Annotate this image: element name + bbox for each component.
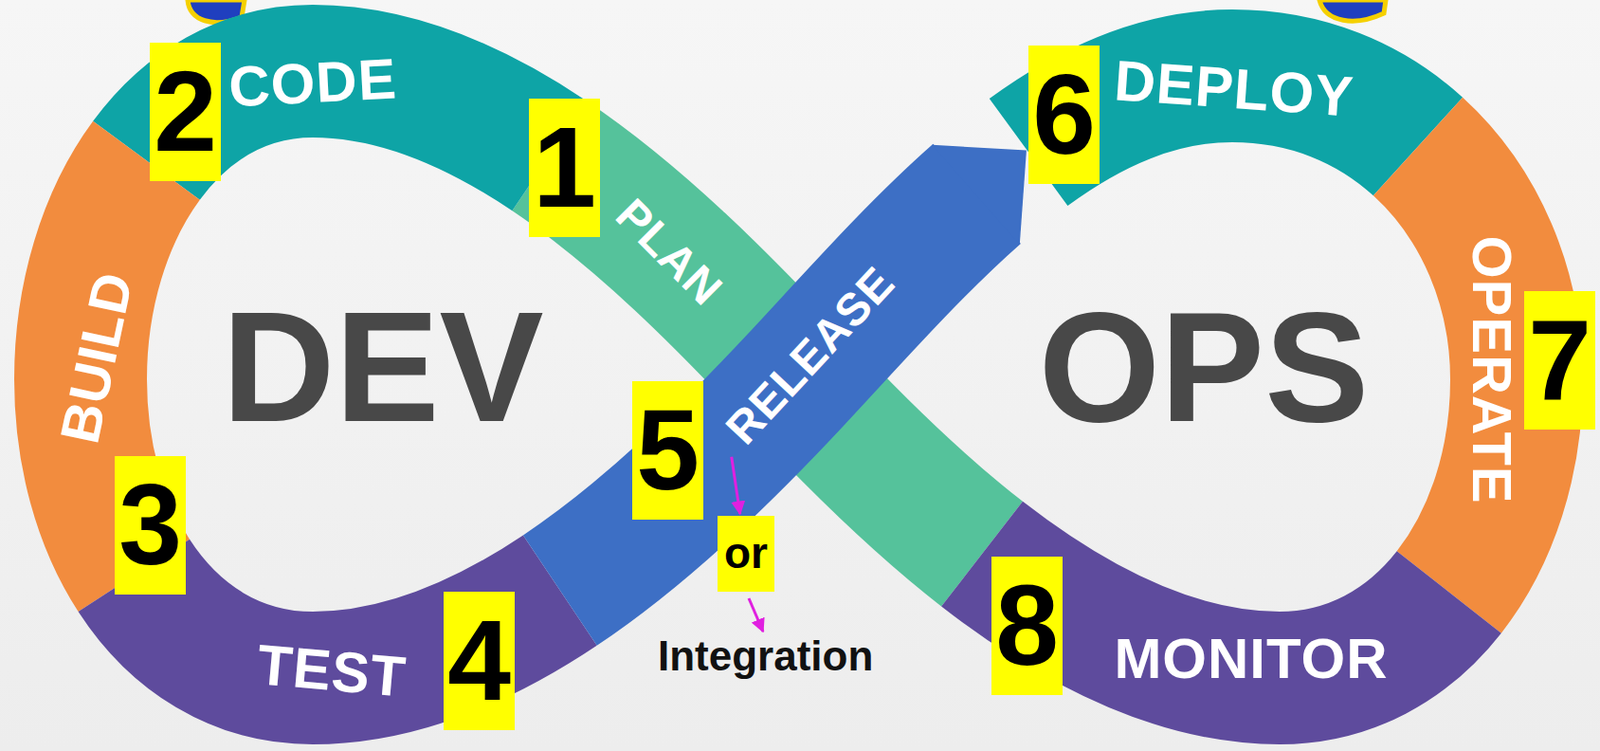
note-label: Integration — [657, 632, 873, 681]
callout-number: 1 — [528, 98, 600, 237]
arrow-head — [931, 145, 1027, 245]
callout-number: 6 — [1028, 45, 1100, 184]
big-label: DEV — [221, 277, 544, 458]
callout-number-text: 2 — [149, 42, 221, 180]
pointer-arrow — [731, 456, 741, 514]
note-box: or — [717, 515, 775, 592]
band-stroke — [80, 71, 1517, 678]
band-stroke — [80, 71, 1517, 678]
loop-guide — [80, 71, 1517, 678]
stage-label: CODE — [227, 50, 399, 116]
callout-number: 5 — [632, 381, 704, 520]
band-stroke — [80, 71, 1517, 678]
callout-number: 2 — [149, 42, 221, 182]
callout-number: 4 — [443, 591, 515, 730]
callout-number-text: 1 — [528, 98, 600, 236]
callout-number-text: 8 — [991, 556, 1063, 693]
callout-number-text: 7 — [1524, 290, 1596, 428]
band-stroke — [80, 71, 1517, 678]
callout-number-text: 3 — [114, 455, 186, 593]
band-stroke — [80, 71, 1517, 678]
leader-arrow — [748, 598, 764, 632]
band-stroke — [80, 71, 1517, 678]
stage-label: OPERATE — [1464, 235, 1520, 504]
callout-number-text: 4 — [443, 591, 515, 728]
band-stroke — [80, 71, 1517, 678]
callout-number: 8 — [991, 556, 1063, 695]
stage-label: MONITOR — [1113, 630, 1388, 688]
callout-number-text: 6 — [1028, 45, 1100, 182]
note-box-text: or — [717, 515, 775, 590]
callout-number-text: 5 — [632, 381, 704, 518]
band-stroke — [80, 71, 1517, 678]
callout-number: 7 — [1524, 290, 1596, 430]
stage-label: TEST — [254, 636, 409, 706]
cut-off-title-fragment — [1319, 0, 1386, 21]
callout-number: 3 — [114, 455, 186, 595]
big-label: OPS — [1038, 277, 1369, 458]
